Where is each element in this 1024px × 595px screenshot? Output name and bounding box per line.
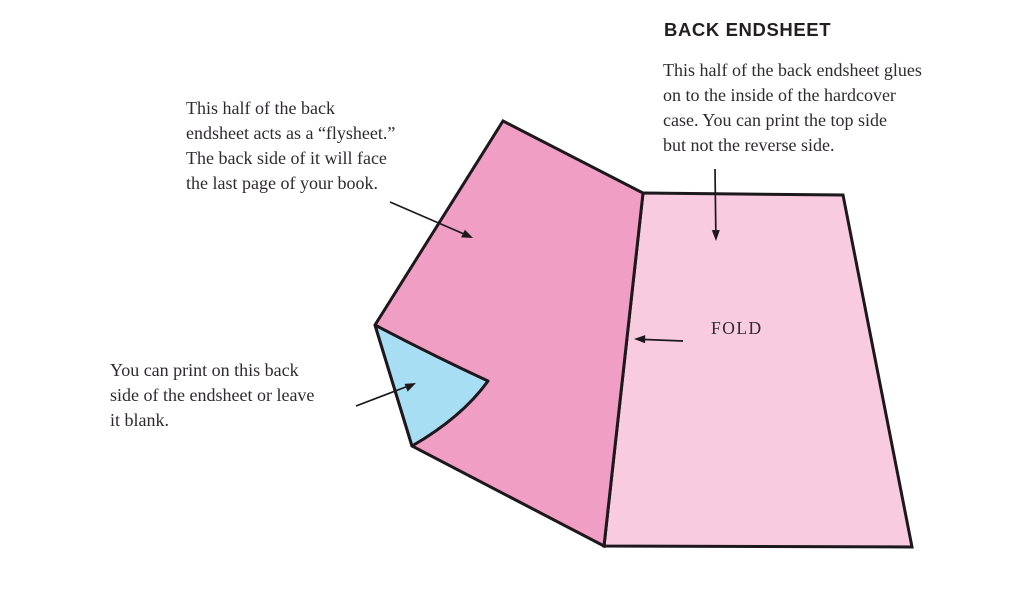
flysheet-arrow — [389, 201, 473, 238]
fold-arrow — [634, 335, 684, 344]
note-line: the last page of your book. — [186, 173, 378, 193]
fold-label: FOLD — [711, 318, 763, 338]
flysheet-half-shape — [373, 119, 645, 549]
note-line: on to the inside of the hardcover — [663, 85, 896, 105]
note-line: This half of the back — [186, 98, 335, 118]
note-line: side of the endsheet or leave — [110, 385, 315, 405]
back-side-note: You can print on this back side of the e… — [110, 358, 314, 433]
note-line: endsheet acts as a “flysheet.” — [186, 123, 396, 143]
glued-half-shape — [602, 191, 914, 549]
glued-arrow — [711, 168, 720, 241]
page-title: BACK ENDSHEET — [664, 19, 832, 40]
flysheet-note: This half of the back endsheet acts as a… — [186, 96, 395, 196]
curl-back-shape — [373, 323, 490, 448]
glued-half-note: This half of the back endsheet glues on … — [663, 58, 922, 158]
note-line: case. You can print the top side — [663, 110, 887, 130]
note-line: but not the reverse side. — [663, 135, 835, 155]
note-line: it blank. — [110, 410, 169, 430]
note-line: This half of the back endsheet glues — [663, 60, 922, 80]
back-side-arrow — [355, 383, 416, 407]
note-line: The back side of it will face — [186, 148, 387, 168]
note-line: You can print on this back — [110, 360, 299, 380]
